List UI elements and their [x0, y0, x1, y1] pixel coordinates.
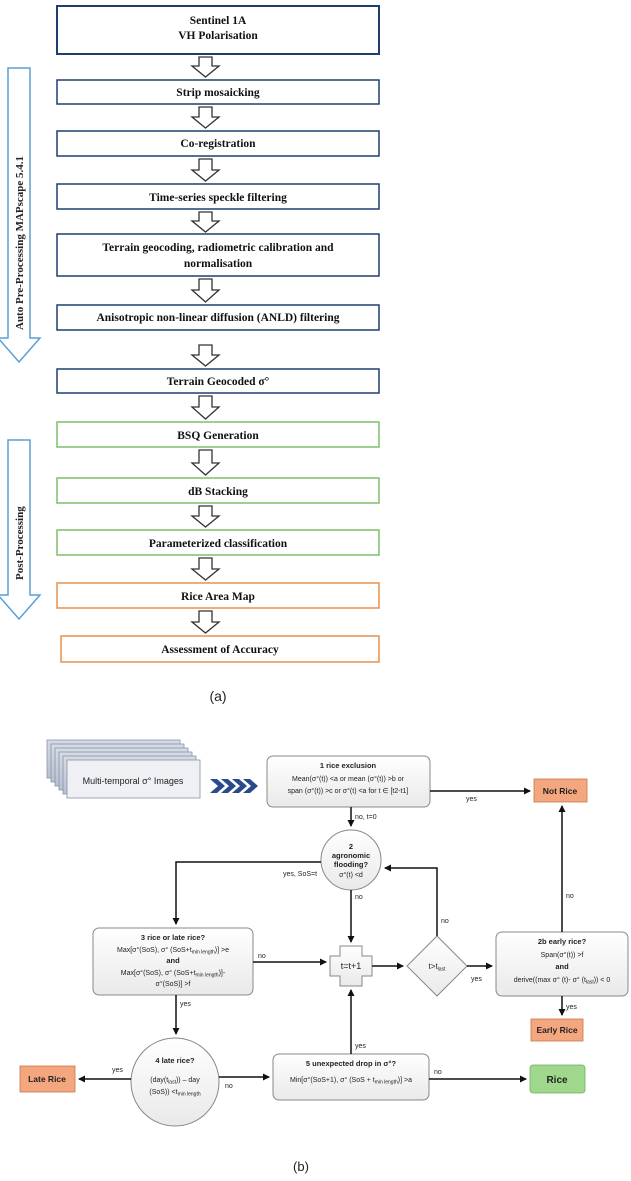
n2-line3: flooding?: [334, 860, 369, 869]
early-rice-box: [530, 1018, 584, 1042]
late-rice-text: Late Rice: [28, 1074, 66, 1084]
n1-line1: Mean(σ°(t)) <a or mean (σ°(t)) >b or: [292, 775, 405, 783]
classification-box: [56, 529, 380, 556]
db-stacking-text: dB Stacking: [188, 486, 248, 498]
bsq-box: [56, 421, 380, 448]
n4-line1: (day(tlast)) – day: [150, 1077, 200, 1086]
label-no-decision: no: [441, 918, 449, 925]
late-rice-node: [130, 1037, 220, 1127]
label-yes-n3: yes: [180, 1001, 191, 1008]
terrain-geocoding-line2: normalisation: [184, 258, 253, 270]
sentinel-box: [56, 5, 380, 55]
n2b-and: and: [555, 962, 569, 971]
label-no-n3: no: [258, 953, 266, 960]
label-no-n2b: no: [566, 893, 574, 900]
chevron-arrows-icon: [210, 779, 258, 793]
flow-arrows: [190, 56, 221, 634]
caption-b: (b): [293, 1159, 309, 1174]
decision-text: t>tlast: [429, 962, 447, 973]
sentinel-line2: VH Polarisation: [178, 30, 258, 42]
accuracy-text: Assessment of Accuracy: [161, 644, 279, 656]
not-rice-box: [533, 778, 588, 803]
n4-line2: (SoS)) <tmin length: [149, 1089, 200, 1098]
t-last-decision: [406, 935, 468, 997]
rice-area-map-text: Rice Area Map: [181, 591, 255, 603]
rice-area-map-box: [56, 582, 380, 609]
down-arrow: [190, 278, 221, 303]
down-arrow: [190, 610, 221, 634]
image-stack: [46, 739, 201, 799]
post-processing-label: Post-Processing: [14, 506, 26, 580]
n3-and: and: [166, 956, 180, 965]
label-no-t0: no, t=0: [355, 814, 377, 821]
label-no-n4: no: [225, 1083, 233, 1090]
bsq-text: BSQ Generation: [177, 430, 259, 442]
n1-line2: span (σ°(t)) >c or σ°(t) <a for t ∈ [t2-…: [288, 787, 409, 795]
label-yes-n4: yes: [112, 1067, 123, 1074]
terrain-geocoding-box: [56, 233, 380, 277]
anld-text: Anisotropic non-linear diffusion (ANLD) …: [96, 312, 339, 324]
down-arrow: [190, 106, 221, 129]
label-yes-n1: yes: [466, 796, 477, 803]
label-yes-sos: yes, SoS=t: [283, 871, 317, 878]
not-rice-text: Not Rice: [543, 786, 578, 796]
accuracy-box: [60, 635, 380, 663]
coregistration-text: Co-registration: [180, 138, 256, 150]
rice-exclusion-node: [266, 755, 431, 808]
terrain-geocoded-box: [56, 368, 380, 394]
n3-title: 3 rice or late rice?: [141, 933, 206, 942]
label-yes-n5: yes: [355, 1043, 366, 1050]
down-arrow: [190, 211, 221, 233]
strip-mosaicking-box: [56, 79, 380, 105]
update-t-node: [329, 945, 373, 987]
n4-title: 4 late rice?: [155, 1056, 195, 1065]
n3-line2: Max[σ°(SoS), σ° (SoS+tmin length)]-: [121, 969, 226, 979]
n2b-title: 2b early rice?: [538, 937, 587, 946]
down-arrow: [190, 505, 221, 528]
n2b-line2: derive((max σ° (t)- σ° (tlast)) < 0: [514, 976, 611, 986]
auto-preprocessing-label: Auto Pre-Processing MAPscape 5.4.1: [14, 156, 26, 330]
n2-line2: agronomic: [332, 851, 370, 860]
classification-text: Parameterized classification: [149, 538, 288, 550]
down-arrow: [190, 344, 221, 367]
rice-box: [529, 1064, 586, 1094]
label-no-n2: no: [355, 894, 363, 901]
down-arrow: [190, 56, 221, 78]
caption-a: (a): [209, 688, 226, 704]
edge-n2-n3: [172, 861, 321, 925]
strip-mosaicking-text: Strip mosaicking: [176, 87, 260, 99]
n5-line1: Min[σ°(SoS+1), σ° (SoS + tmin length)] >…: [290, 1076, 412, 1086]
down-arrow: [190, 158, 221, 182]
early-rice-text: Early Rice: [536, 1025, 577, 1035]
n3-line3: σ°(SoS)] >f: [156, 980, 191, 988]
terrain-geocoding-line1: Terrain geocoding, radiometric calibrati…: [102, 242, 334, 254]
sentinel-line1: Sentinel 1A: [190, 15, 247, 27]
n3-line1: Max[σ°(SoS), σ° (SoS+tmin length)] >e: [117, 946, 229, 956]
down-arrow: [190, 449, 221, 476]
rice-text: Rice: [546, 1075, 568, 1086]
label-yes-decision: yes: [471, 976, 482, 983]
coregistration-box: [56, 130, 380, 157]
label-yes-n2b: yes: [566, 1004, 577, 1011]
auto-preprocessing-arrow: [0, 67, 42, 364]
down-arrow: [190, 395, 221, 420]
anld-box: [56, 304, 380, 331]
n5-title: 5 unexpected drop in σ°?: [306, 1059, 397, 1068]
n1-title: 1 rice exclusion: [320, 761, 377, 770]
n2b-line1: Span(σ°(t)) >f: [541, 951, 584, 959]
late-rice-box: [19, 1065, 76, 1093]
speckle-filtering-box: [56, 183, 380, 210]
update-t-text: t=t+1: [341, 961, 362, 971]
label-no-n5: no: [434, 1069, 442, 1076]
edge-decision-n2: [384, 864, 438, 936]
terrain-geocoded-text: Terrain Geocoded σ°: [167, 376, 270, 388]
connectors: [78, 787, 566, 1083]
db-stacking-box: [56, 477, 380, 504]
n2-line4: σ°(t) <d: [339, 871, 363, 879]
down-arrow: [190, 557, 221, 581]
images-label: Multi-temporal σ° Images: [83, 776, 184, 786]
post-processing-arrow: [0, 439, 42, 621]
speckle-filtering-text: Time-series speckle filtering: [149, 192, 287, 204]
n2-title: 2: [349, 842, 353, 851]
